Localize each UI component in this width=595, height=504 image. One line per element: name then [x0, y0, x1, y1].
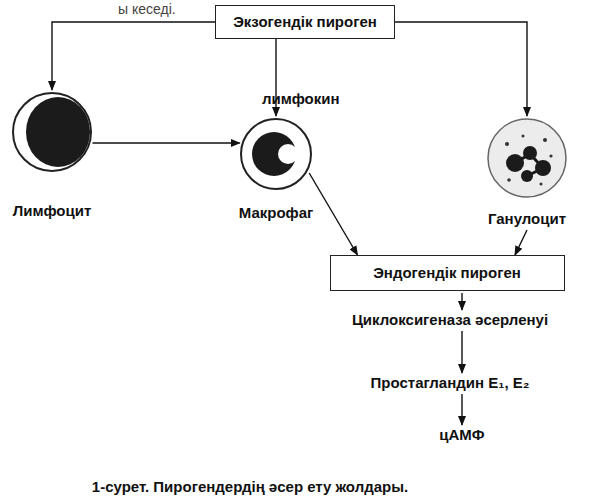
arrow-connector: [461, 394, 462, 425]
mediator-label: лимфокин: [262, 90, 340, 108]
arrow-connector: [461, 293, 462, 310]
node-text: Эндогендік пироген: [373, 264, 521, 282]
arrow-connector: [461, 331, 462, 373]
arrow-connector: [93, 142, 240, 143]
granulocyte-cell: [485, 116, 569, 200]
cell-name: Макрофаг: [234, 204, 318, 222]
node-text: цАМФ: [435, 426, 488, 444]
arrow-connector: [395, 22, 527, 116]
arrow-connector: [52, 22, 215, 90]
node-text: Циклоксигеназа әсерленуі: [348, 311, 552, 329]
page-text-fragment: ы кеседі.: [118, 1, 176, 18]
step-text: Циклоксигеназа әсерленуі: [348, 311, 552, 329]
cell-name: Лимфоцит: [6, 202, 98, 220]
cell-node: Лимфоцит: [6, 90, 98, 220]
source-box: Экзогендік пироген: [215, 5, 395, 39]
process-box: Эндогендік пироген: [330, 255, 565, 291]
cell-name: Ганулоцит: [481, 210, 573, 228]
step-text: цАМФ: [435, 426, 488, 444]
figure-caption: 1-сурет. Пирогендердің әсер ету жолдары.: [92, 478, 408, 496]
arrow-connector: [309, 173, 357, 255]
cell-node: Макрофаг: [234, 116, 318, 222]
macrophage-cell: [238, 116, 314, 192]
node-text: Экзогендік пироген: [233, 13, 377, 31]
step-text: Простагландин Е₁, Е₂: [367, 374, 534, 392]
arrow-connector: [515, 230, 527, 255]
lymphocyte-cell: [10, 90, 94, 174]
cell-node: Ганулоцит: [481, 116, 573, 228]
node-text: Простагландин Е₁, Е₂: [367, 374, 534, 392]
